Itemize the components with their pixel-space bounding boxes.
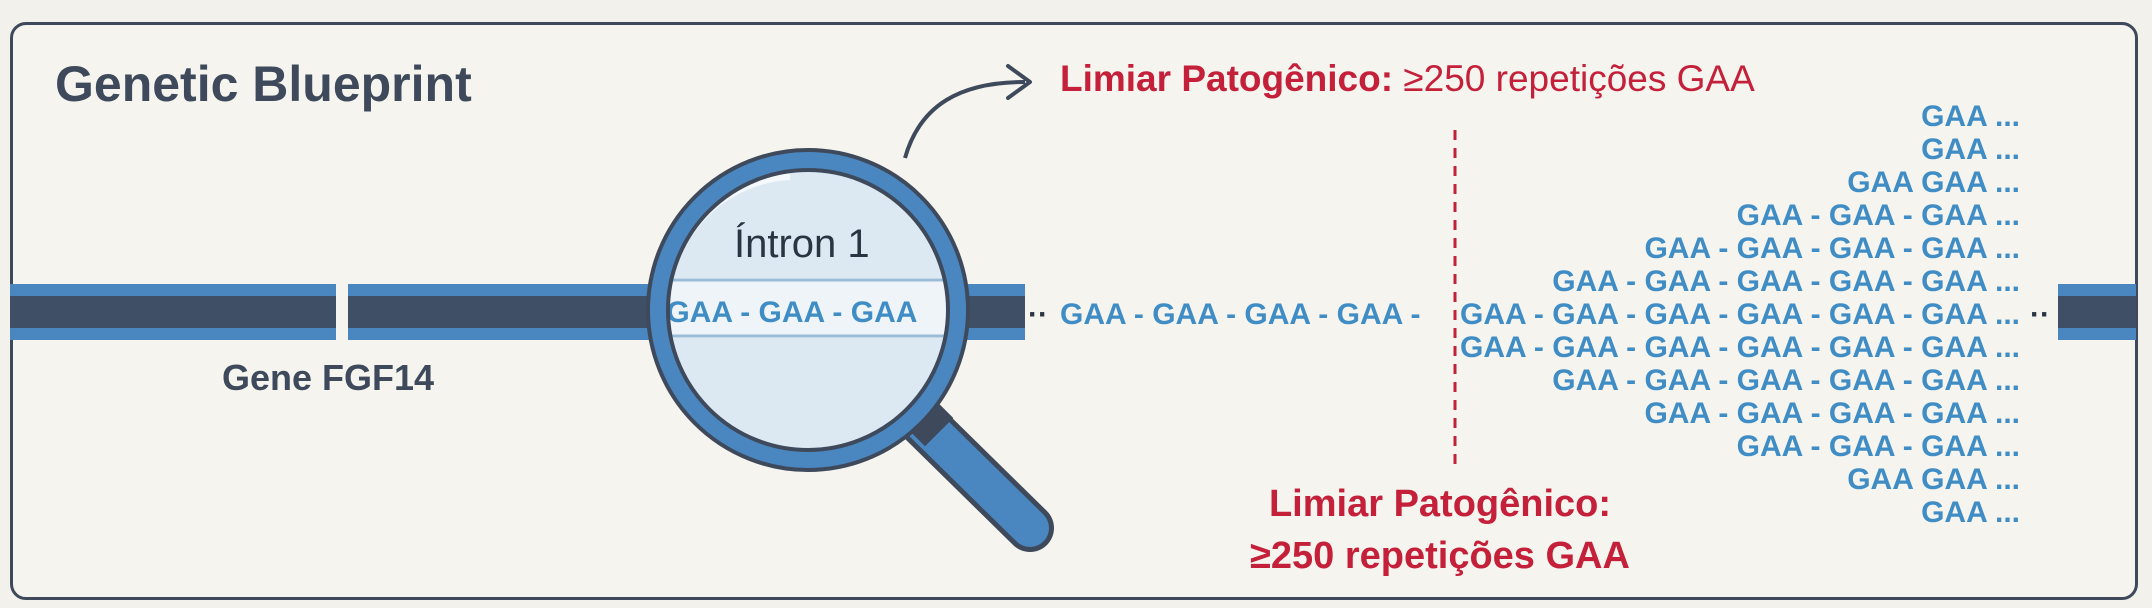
expansion-row: GAA - GAA - GAA ... — [1737, 430, 2020, 463]
dots-right: ·· — [2030, 298, 2050, 331]
threshold-bottom-line2: ≥250 repetições GAA — [1250, 535, 1630, 577]
expansion-row: GAA ... — [1921, 496, 2020, 529]
curved-arrow-icon — [903, 64, 1032, 159]
threshold-top-strong: Limiar Patogênico: — [1060, 58, 1394, 99]
expansion-row: GAA - GAA - GAA - GAA - GAA - GAA ... — [1460, 298, 2020, 331]
expansion-row: GAA GAA ... — [1847, 166, 2020, 199]
threshold-annotation-top: Limiar Patogênico: ≥250 repetições GAA — [1060, 58, 1755, 100]
expansion-row: GAA ... — [1921, 100, 2020, 133]
threshold-top-rest: ≥250 repetições GAA — [1393, 58, 1755, 99]
linear-sequence: GAA - GAA - GAA - GAA - — [1060, 298, 1421, 331]
expansion-row: GAA ... — [1921, 133, 2020, 166]
magnifier-icon: - GAA - GAA - GAA — [646, 148, 1054, 552]
exon-marker — [336, 284, 348, 340]
expansion-fan: GAA ...GAA ...GAA GAA ...GAA - GAA - GAA… — [1460, 100, 2020, 529]
dots-left: ·· — [1028, 298, 1048, 331]
diagram-title: Genetic Blueprint — [55, 56, 472, 112]
gene-label: Gene FGF14 — [222, 357, 435, 398]
threshold-annotation-bottom: Limiar Patogênico: ≥250 repetições GAA — [1245, 478, 1635, 582]
expansion-row: GAA - GAA - GAA - GAA ... — [1644, 232, 2020, 265]
expansion-row: GAA - GAA - GAA - GAA ... — [1644, 397, 2020, 430]
expansion-row: GAA - GAA - GAA - GAA - GAA ... — [1552, 364, 2020, 397]
intron-label: Íntron 1 — [734, 222, 870, 266]
magnified-sequence: - GAA - GAA - GAA — [648, 296, 917, 329]
gene-bar-right — [2058, 284, 2136, 340]
threshold-bottom-line1: Limiar Patogênico: — [1268, 483, 1612, 525]
expansion-row: GAA GAA ... — [1847, 463, 2020, 496]
expansion-row: GAA - GAA - GAA ... — [1737, 199, 2020, 232]
expansion-row: GAA - GAA - GAA - GAA - GAA ... — [1552, 265, 2020, 298]
expansion-row: GAA - GAA - GAA - GAA - GAA - GAA ... — [1460, 331, 2020, 364]
